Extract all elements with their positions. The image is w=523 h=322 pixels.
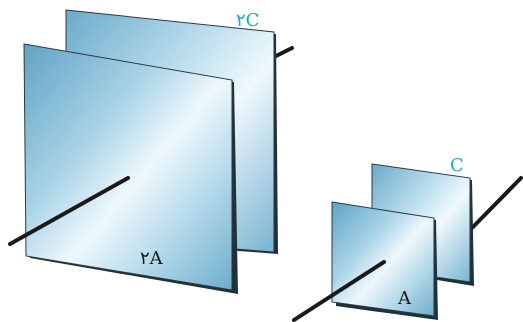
small-capacitor: C A [292, 155, 523, 322]
large-front-plate [23, 43, 238, 294]
label-large-front: ۲A [140, 248, 164, 269]
label-small-back: C [450, 155, 464, 176]
small-back-wire [468, 176, 523, 232]
large-front-wire [8, 176, 130, 246]
label-small-front: A [397, 288, 412, 309]
large-capacitor: ۲C ۲A [8, 9, 294, 294]
label-large-back: ۲C [236, 10, 259, 31]
small-front-wire [292, 260, 386, 322]
